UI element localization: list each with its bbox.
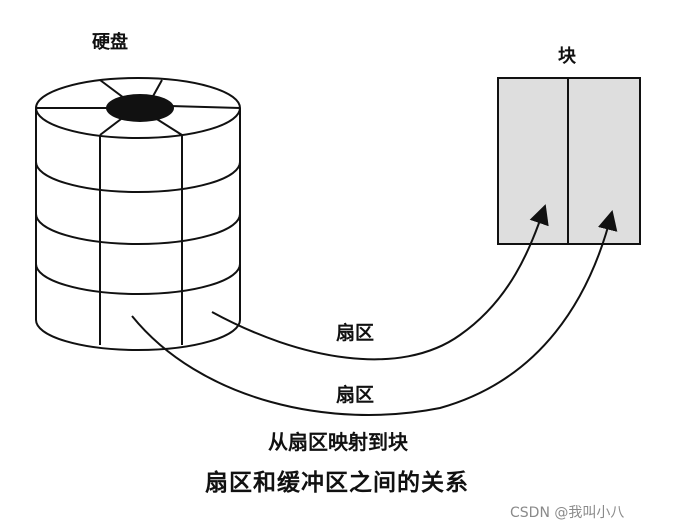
sector-line: [151, 79, 163, 99]
platter-ring: [35, 213, 241, 245]
platter-ring: [35, 263, 241, 295]
spindle-hub: [106, 94, 174, 122]
figure-caption: 扇区和缓冲区之间的关系: [205, 470, 469, 496]
disk-body: [35, 108, 241, 351]
watermark: CSDN @我叫小八: [510, 505, 625, 521]
sector-label-2: 扇区: [336, 384, 375, 406]
platter-ring: [35, 161, 241, 193]
sector-line: [169, 105, 241, 109]
memory-block: [497, 77, 641, 245]
mapping-subcaption: 从扇区映射到块: [268, 430, 408, 454]
sector-label-1: 扇区: [336, 322, 375, 344]
disk-label: 硬盘: [92, 32, 128, 53]
mapping-arrow-2: [131, 210, 618, 416]
disk-cylinder: [35, 77, 241, 351]
block-label: 块: [558, 46, 576, 67]
mapping-arrow-1: [211, 204, 549, 361]
